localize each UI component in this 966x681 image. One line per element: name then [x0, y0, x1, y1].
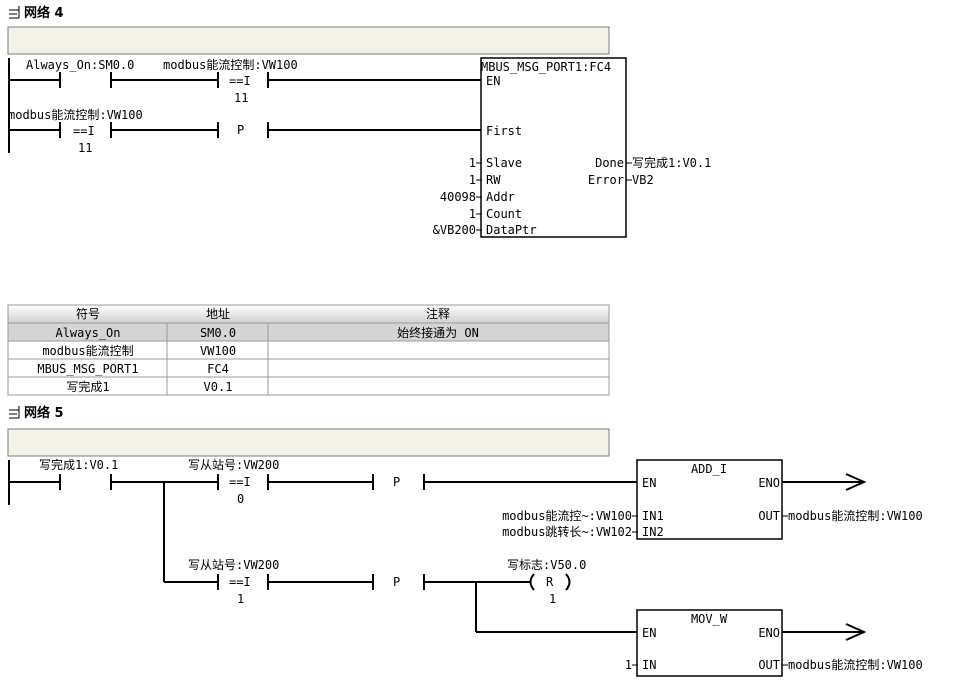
network-title: 网络 5	[24, 405, 64, 421]
output-arrow-icon	[845, 623, 867, 641]
table-header: 地址	[206, 307, 230, 321]
collapse-icon[interactable]	[9, 6, 20, 19]
contact-label: 写完成1:V0.1	[39, 457, 118, 472]
pin-en: EN	[642, 476, 656, 490]
network-comment-box[interactable]	[7, 26, 610, 55]
in2-value: modbus跳转长~:VW102	[502, 524, 632, 539]
pin-in: IN	[642, 658, 656, 672]
table-cell: SM0.0	[200, 326, 236, 340]
count-value: 1	[469, 207, 476, 221]
edge-label: P	[237, 123, 244, 137]
table-cell: 写完成1	[66, 379, 109, 394]
contact-label: Always_On:SM0.0	[26, 58, 134, 72]
compare-operand: 写从站号:VW200	[188, 458, 279, 472]
pin-done: Done	[595, 156, 624, 170]
compare-op: ==I	[229, 575, 251, 589]
compare-operand: modbus能流控制:VW100	[8, 108, 143, 122]
table-cell: FC4	[207, 362, 229, 376]
symbol-table: 符号 地址 注释 Always_On SM0.0 始终接通为 ON modbus…	[7, 304, 610, 396]
in-value: 1	[625, 658, 632, 672]
rw-value: 1	[469, 173, 476, 187]
coil-operand: 写标志:V50.0	[507, 558, 586, 572]
compare-value: 1	[237, 592, 244, 606]
pin-addr: Addr	[486, 190, 515, 204]
network-5: 网络 5 写完成1:V0.1 写从站号:VW200 ==I 0 P	[7, 405, 923, 677]
collapse-icon[interactable]	[9, 406, 20, 419]
table-cell: Always_On	[55, 326, 120, 340]
pin-slave: Slave	[486, 156, 522, 170]
pin-eno: ENO	[758, 626, 780, 640]
pin-count: Count	[486, 207, 522, 221]
edge-label: P	[393, 475, 400, 489]
table-cell: MBUS_MSG_PORT1	[37, 362, 138, 376]
pin-eno: ENO	[758, 476, 780, 490]
contact-write-done[interactable]	[59, 474, 112, 490]
pin-error: Error	[588, 173, 624, 187]
table-cell: VW100	[200, 344, 236, 358]
table-header: 注释	[426, 306, 450, 321]
pin-en: EN	[642, 626, 656, 640]
contact-always-on[interactable]	[59, 72, 112, 88]
slave-value: 1	[469, 156, 476, 170]
reset-coil[interactable]	[529, 573, 571, 591]
in1-value: modbus能流控~:VW100	[502, 509, 632, 523]
done-value: 写完成1:V0.1	[632, 155, 711, 170]
dataptr-value: &VB200	[433, 223, 476, 237]
pin-in1: IN1	[642, 509, 664, 523]
pin-out: OUT	[758, 658, 780, 672]
pin-first: First	[486, 124, 522, 138]
out-value: modbus能流控制:VW100	[788, 658, 923, 672]
compare-value: 11	[78, 141, 92, 155]
pin-out: OUT	[758, 509, 780, 523]
block-name: MBUS_MSG_PORT1:FC4	[481, 60, 611, 74]
mov-w-block[interactable]: MOV_W EN ENO IN OUT	[636, 609, 783, 677]
block-name: ADD_I	[691, 462, 727, 476]
compare-value: 11	[234, 91, 248, 105]
coil-type: R	[546, 575, 554, 589]
block-name: MOV_W	[691, 612, 728, 626]
pin-in2: IN2	[642, 525, 664, 539]
mbus-msg-block[interactable]: MBUS_MSG_PORT1:FC4 EN First Slave RW Add…	[480, 57, 627, 238]
table-row[interactable]	[7, 376, 610, 396]
compare-op: ==I	[229, 475, 251, 489]
output-arrow-icon	[845, 473, 867, 491]
network-4: 网络 4 Always_On:SM0.0 modbus能流控制:VW100 ==…	[7, 5, 711, 238]
out-value: modbus能流控制:VW100	[788, 509, 923, 523]
compare-operand: 写从站号:VW200	[188, 558, 279, 572]
pin-en: EN	[486, 74, 500, 88]
compare-op: ==I	[229, 74, 251, 88]
network-comment-box[interactable]	[7, 428, 610, 457]
pin-dataptr: DataPtr	[486, 223, 537, 237]
add-i-block[interactable]: ADD_I EN ENO IN1 IN2 OUT	[636, 459, 783, 540]
compare-value: 0	[237, 492, 244, 506]
compare-op: ==I	[73, 124, 95, 138]
table-header: 符号	[76, 306, 100, 321]
coil-count: 1	[549, 592, 556, 606]
error-value: VB2	[632, 173, 654, 187]
table-cell: 始终接通为 ON	[397, 325, 479, 340]
compare-operand: modbus能流控制:VW100	[163, 58, 298, 72]
network-title: 网络 4	[24, 5, 64, 21]
edge-label: P	[393, 575, 400, 589]
pin-rw: RW	[486, 173, 501, 187]
table-cell: V0.1	[204, 380, 233, 394]
addr-value: 40098	[440, 190, 476, 204]
table-cell: modbus能流控制	[42, 344, 133, 358]
